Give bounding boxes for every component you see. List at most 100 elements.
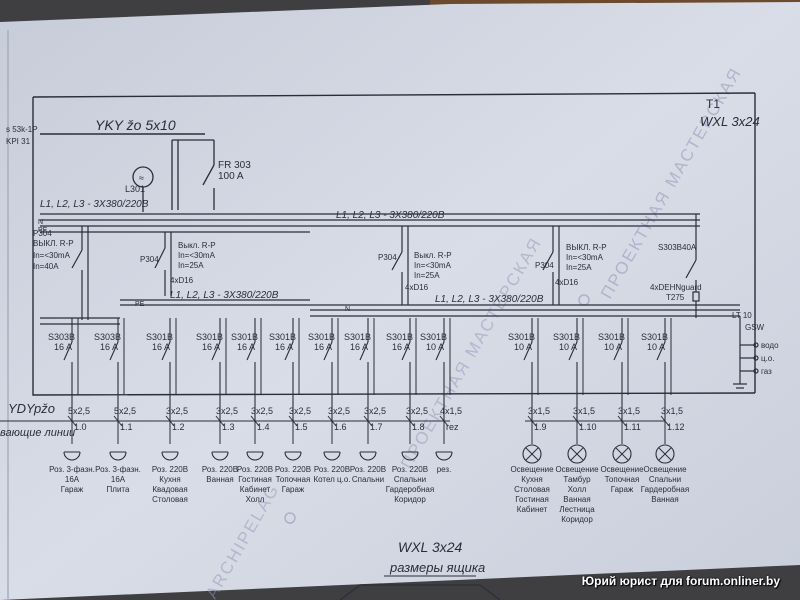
breaker-contact [63,341,73,361]
breaker-model: S301B [196,332,223,342]
circuit-load-label: Роз. 220В [202,465,238,474]
circuit-number: rez [446,422,459,432]
circuit-load-label: Освещение [555,465,599,474]
circuit-load-label: Ванная [651,495,678,504]
circuit-load-label: Спальни [649,475,681,484]
voltmeter-symbol: ≈ [139,173,144,183]
circuit-cable: 3x2,5 [251,406,273,416]
socket-symbol [63,451,81,461]
breaker-model: S301B [420,332,447,342]
breaker-model: S301B [146,332,173,342]
voltmeter-label: L301 [125,184,145,194]
circuit-load-label: Столовая [514,485,550,494]
breaker-contact [568,341,578,361]
lamp-symbol-cross [570,447,584,461]
rcd-rating: 4xD16 [170,276,194,285]
circuit-load-label: Гостиная [515,495,549,504]
footer-subtitle: размеры ящика [389,560,485,575]
breaker-model: S303B [94,332,121,342]
rcd-label: Выкл. R-P [178,241,216,250]
circuit-number: 1.7 [370,422,383,432]
sub-bus-label: L1, L2, L3 - 3X380/220B [435,294,544,305]
rcd-switch [154,232,172,296]
main-switch-label: FR 303 [218,160,251,171]
main-bus-label: L1, L2, L3 - 3X380/220B [40,199,149,210]
socket-symbol [109,451,127,461]
circuit-cable: 3x2,5 [406,406,428,416]
circuit-load-label: Освещение [600,465,644,474]
circuit-number: 1.8 [412,422,425,432]
circuit-load-label: Кабинет [240,485,271,494]
socket-symbol [161,451,179,461]
rcd-switch [71,226,89,320]
cable-type-label: YDYpžo [8,401,55,416]
rcd-model: P304 [33,229,52,238]
circuit-load-label: Тамбур [563,475,591,484]
circuit-load-label: Лестница [559,505,595,514]
circuit-cable: 3x2,5 [216,406,238,416]
circuit-load-label: Гардеробная [386,485,434,494]
circuit-load-label: Топочная [605,475,640,484]
breaker-rating: 10 A [514,342,532,352]
breaker-model: S301B [344,332,371,342]
breaker-rating: 10 A [559,342,577,352]
left-ref: s 53k-1P [6,125,38,134]
rcd-label: In=25A [414,271,440,280]
lamp-symbol [612,444,632,464]
breaker-rating: 16 A [100,342,118,352]
circuit-load-label: Гараж [611,485,634,494]
circuit-load-label: Гостиная [238,475,272,484]
breaker-model: S301B [231,332,258,342]
circuit-cable: 3x1,5 [573,406,595,416]
circuit-number: 1.5 [295,422,308,432]
socket-symbol [211,451,229,461]
main-switch-rating: 100 A [218,171,244,182]
incoming-cable-label: YKY žo 5x10 [95,117,176,133]
circuit-load-label: рез. [437,465,452,474]
rcd-switch [391,226,409,305]
sub-bus [40,299,740,325]
rcd-label: ВЫКЛ. R-P [33,239,74,248]
socket-symbol [359,451,377,461]
footer-title: WXL 3x24 [398,539,463,555]
rcd-model: P304 [140,255,159,264]
breaker-contact [613,341,623,361]
circuit-load-label: Роз. 220В [152,465,188,474]
breaker-model: S301B [508,332,535,342]
circuit-cable: 3x1,5 [618,406,640,416]
circuit-cable: 3x2,5 [289,406,311,416]
circuit-load-label: Ванная [563,495,590,504]
surge-protector [685,214,700,318]
rcd-label: ВЫКЛ. R-P [566,243,607,252]
breaker-rating: 10 A [647,342,665,352]
surge-breaker: S303B40A [658,243,697,252]
breaker-model: S301B [553,332,580,342]
breaker-model: S303B [48,332,75,342]
circuit-number: 1.10 [579,422,597,432]
ground-item: водо [761,341,779,350]
circuit-number: 1.12 [667,422,685,432]
rcd-model: P304 [378,253,397,262]
circuit-number: 1.4 [257,422,270,432]
breaker-model: S301B [386,332,413,342]
breaker-rating: 16 A [350,342,368,352]
sub-bus-label: L1, L2, L3 - 3X380/220B [170,290,279,301]
circuit-load-label: Кухня [159,475,180,484]
photo-caption: Юрий юрист для forum.onliner.by [581,574,780,588]
breaker-rating: 16 A [237,342,255,352]
outgoing-lines-label: вающие линии [0,427,75,439]
circuit-load-label: Освещение [643,465,687,474]
surge-code: T275 [666,293,685,302]
circuit-number: 1.9 [534,422,547,432]
lamp-symbol-cross [615,447,629,461]
left-ref: KPI 31 [6,137,31,146]
lamp-symbol [522,444,542,464]
rcd-label: In=<30mA [178,251,216,260]
circuit-load-label: Роз. 220В [314,465,350,474]
bus-n-label: N [345,306,350,313]
circuit-load-label: Гараж [282,485,305,494]
bus-n-label: N [38,219,43,226]
breaker-contact [656,341,666,361]
